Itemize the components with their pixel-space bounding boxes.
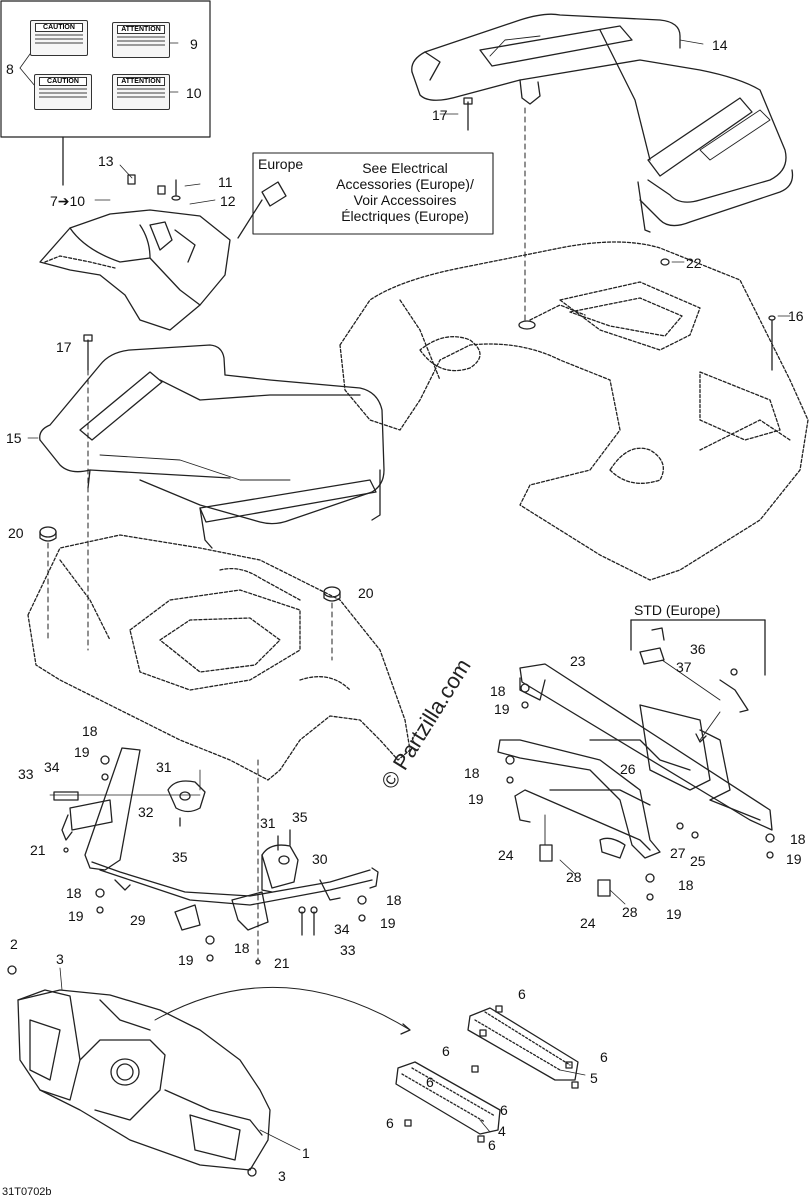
europe-title: Europe [258,156,304,172]
callout-13: 13 [98,153,114,169]
callout-19-ff1: 19 [74,744,90,760]
decal-inset-box [0,0,211,138]
attention-decal-heading: ATTENTION [117,25,165,34]
callout-34-left: 34 [44,759,60,775]
callout-12: 12 [220,193,236,209]
callout-23: 23 [570,653,586,669]
callout-17-rear: 17 [432,107,448,123]
callout-6-b: 6 [442,1043,450,1059]
attention-decal-fr: ATTENTION [112,74,170,110]
callout-1: 1 [302,1145,310,1161]
front-bumper [17,989,271,1171]
callout-2: 2 [10,936,18,952]
callout-4: 4 [498,1123,506,1139]
callout-9: 9 [190,36,198,52]
callout-15: 15 [6,430,22,446]
callout-30: 30 [312,851,328,867]
callout-19-ff3: 19 [380,915,396,931]
callout-5: 5 [590,1070,598,1086]
attention-decal: ATTENTION [112,22,170,58]
front-rack [39,344,385,549]
callout-20-left: 20 [8,525,24,541]
callout-16: 16 [788,308,804,324]
callout-34-right: 34 [334,921,350,937]
callout-8: 8 [6,61,14,77]
callout-14: 14 [712,37,728,53]
europe-reference: See Electrical Accessories (Europe)/ Voi… [336,160,474,225]
callout-18-rf2: 18 [464,765,480,781]
callout-33-left: 33 [18,766,34,782]
callout-17-front: 17 [56,339,72,355]
front-storage-panel [39,209,231,331]
callout-18-ff2: 18 [66,885,82,901]
callout-18-rf3: 18 [790,831,806,847]
rear-fender [339,241,809,581]
callout-19-ff4: 19 [178,952,194,968]
callout-37: 37 [676,659,692,675]
caution-decal-fr-heading: CAUTION [39,77,87,86]
attention-decal-fr-heading: ATTENTION [117,77,165,86]
callout-18-ff3: 18 [386,892,402,908]
callout-6-d: 6 [426,1074,434,1090]
rear-frame [497,663,773,859]
callout-31-left: 31 [156,759,172,775]
europe-note-box [252,152,494,235]
callout-24-lower: 24 [580,915,596,931]
callout-18-rf1: 18 [490,683,506,699]
callout-28-lower: 28 [622,904,638,920]
callout-6-c: 6 [600,1049,608,1065]
callout-18-rf4: 18 [678,877,694,893]
rear-rack [411,13,794,233]
callout-19-rf4: 19 [666,906,682,922]
grille-upper [467,1007,579,1081]
callout-3-bottom: 3 [278,1168,286,1184]
callout-21-left: 21 [30,842,46,858]
caution-decal-heading: CAUTION [35,23,83,32]
callout-18-ff1: 18 [82,723,98,739]
callout-20-right: 20 [358,585,374,601]
callout-24-upper: 24 [498,847,514,863]
callout-18-ff4: 18 [234,940,250,956]
caution-decal-fr: CAUTION [34,74,92,110]
caution-decal: CAUTION [30,20,88,56]
callout-21-center: 21 [274,955,290,971]
callout-25: 25 [690,853,706,869]
callout-11: 11 [218,174,233,190]
callout-3-top: 3 [56,951,64,967]
callout-6-f: 6 [386,1115,394,1131]
callout-7-to-10: 7➔10 [50,193,86,209]
callout-19-ff2: 19 [68,908,84,924]
callout-35-center: 35 [292,809,308,825]
callout-35-left: 35 [172,849,188,865]
front-fender [27,534,411,781]
callout-10: 10 [186,85,202,101]
callout-29: 29 [130,912,146,928]
std-europe-label: STD (Europe) [634,602,721,618]
callout-26: 26 [620,761,636,777]
grille-lower [395,1061,501,1135]
callout-6-g: 6 [488,1137,496,1153]
callout-36: 36 [690,641,706,657]
callout-19-rf2: 19 [468,791,484,807]
callout-33-right: 33 [340,942,356,958]
callout-19-rf3: 19 [786,851,802,867]
callout-6-a: 6 [518,986,526,1002]
drawing-code: 31T0702b [2,1186,52,1198]
callout-28-upper: 28 [566,869,582,885]
front-frame [61,747,379,931]
callout-27: 27 [670,845,686,861]
callout-6-e: 6 [500,1102,508,1118]
callout-32: 32 [138,804,154,820]
callout-19-rf1: 19 [494,701,510,717]
callout-22: 22 [686,255,702,271]
callout-31-center: 31 [260,815,276,831]
